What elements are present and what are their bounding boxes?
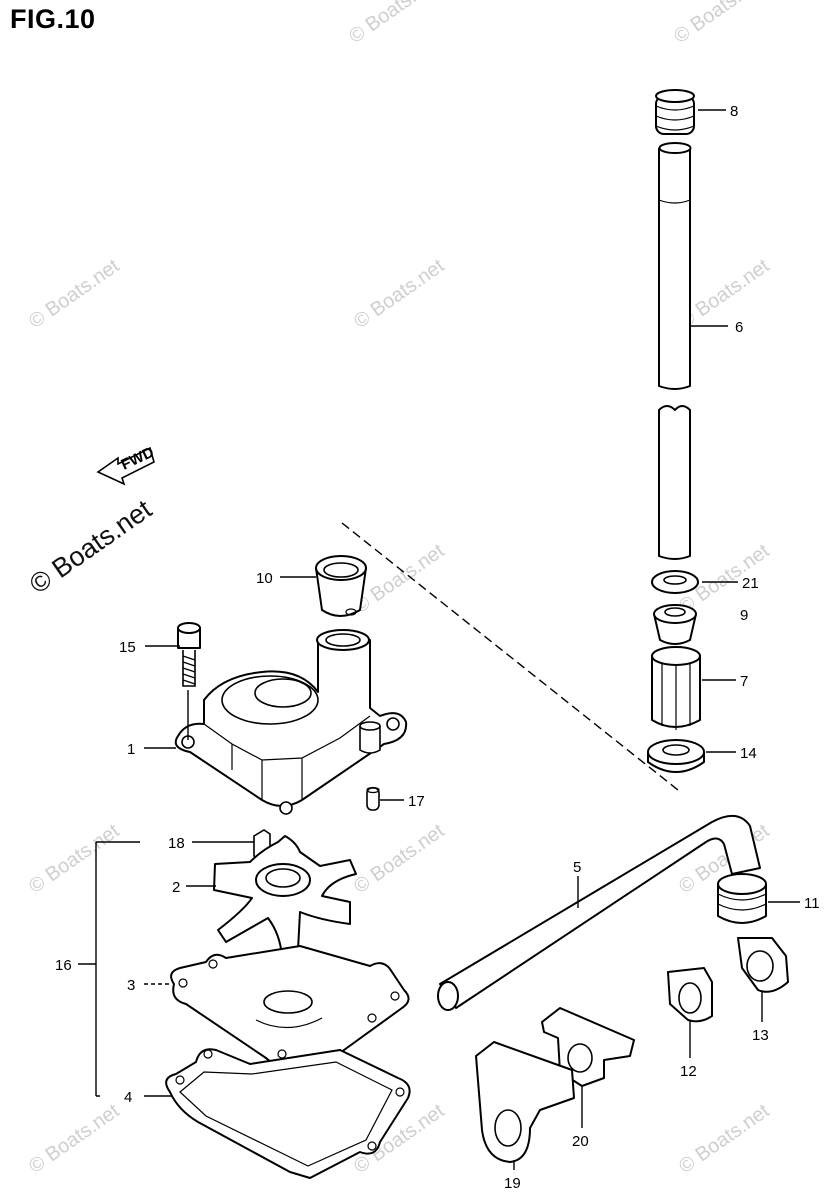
callout-9: 9 — [740, 607, 748, 624]
part-14-washer — [647, 739, 705, 773]
fwd-arrow-icon: FWD — [96, 444, 157, 486]
callout-20: 20 — [572, 1133, 589, 1150]
callout-17: 17 — [408, 793, 425, 810]
callout-19: 19 — [504, 1175, 521, 1192]
callout-4: 4 — [124, 1089, 132, 1106]
callout-6: 6 — [735, 319, 743, 336]
callout-7: 7 — [740, 673, 748, 690]
part-4-gasket — [165, 1048, 411, 1179]
callout-13: 13 — [752, 1027, 769, 1044]
part-12-clamp — [667, 967, 713, 1023]
part-7-grommet — [651, 646, 701, 730]
part-8-grommet — [655, 89, 695, 135]
callout-1: 1 — [127, 741, 135, 758]
figure-title: FIG.10 — [10, 4, 96, 34]
callout-11: 11 — [804, 895, 820, 912]
callout-14: 14 — [740, 745, 757, 762]
part-21-washer — [651, 570, 699, 594]
part-2-impeller — [213, 835, 357, 957]
part-9-seal — [653, 604, 697, 645]
part-17-pin — [366, 786, 380, 811]
part-3-plate — [170, 945, 410, 1065]
callout-15: 15 — [119, 639, 136, 656]
callout-12: 12 — [680, 1063, 697, 1080]
callout-8: 8 — [730, 103, 738, 120]
callout-10: 10 — [256, 570, 273, 587]
callout-2: 2 — [172, 879, 180, 896]
part-13-clamp — [737, 937, 789, 993]
part-callouts: 8 6 21 9 7 14 10 15 1 17 18 2 16 3 4 5 1… — [55, 103, 820, 1192]
part-15-bolt — [177, 622, 201, 687]
callout-5: 5 — [573, 859, 581, 876]
callout-16: 16 — [55, 957, 72, 974]
guide-line — [341, 522, 679, 791]
part-1-pump-case — [174, 629, 408, 815]
part-11-grommet — [717, 873, 767, 924]
callout-3: 3 — [127, 977, 135, 994]
callout-21: 21 — [742, 575, 759, 592]
callout-18: 18 — [168, 835, 185, 852]
part-6-water-tube — [658, 142, 692, 560]
leader-lines — [78, 109, 800, 1170]
part-10-collar — [315, 555, 367, 617]
